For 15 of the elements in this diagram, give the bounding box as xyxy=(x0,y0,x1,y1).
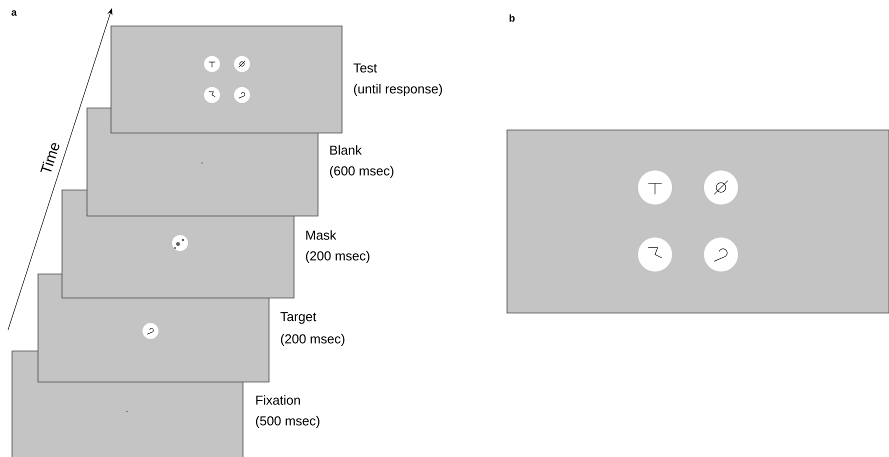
panel-letter: b xyxy=(510,14,515,22)
screen-box xyxy=(110,26,342,134)
screen-label: Test xyxy=(354,63,377,73)
duration-label: (600 msec) xyxy=(330,166,394,178)
duration-label: (until response) xyxy=(354,84,442,96)
screen-label: Blank xyxy=(330,145,362,155)
screen-box xyxy=(506,130,889,314)
screen-label: Target xyxy=(280,312,316,324)
duration-label: (200 msec) xyxy=(306,250,370,264)
duration-label: (500 msec) xyxy=(256,416,320,428)
duration-label: (200 msec) xyxy=(281,334,344,346)
screen-label: Fixation xyxy=(256,395,300,405)
panel-letter: a xyxy=(12,10,17,16)
axis-label: Time xyxy=(40,143,60,172)
screen-label: Mask xyxy=(306,230,336,240)
